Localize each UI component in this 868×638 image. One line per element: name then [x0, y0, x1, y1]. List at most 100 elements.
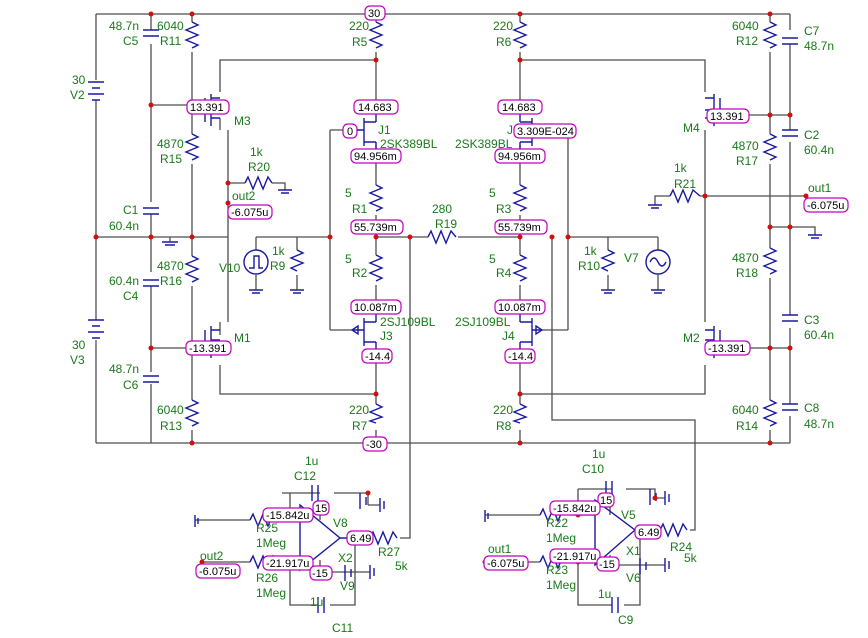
out1-net-label-bottom: out1	[488, 542, 512, 556]
svg-text:13.391: 13.391	[710, 111, 744, 123]
svg-text:94.956m: 94.956m	[354, 151, 397, 163]
svg-text:-6.075u: -6.075u	[487, 558, 524, 570]
svg-text:55.739m: 55.739m	[354, 222, 397, 234]
c11-id: C11	[332, 621, 353, 635]
probe-r4b: 10.087m	[494, 299, 546, 315]
r10-id: R10	[578, 259, 600, 273]
probe-out1-right: -6.075u	[803, 197, 849, 213]
probe-j1g: 0	[342, 123, 358, 139]
c8-value: 48.7n	[804, 417, 834, 431]
v5-id: V5	[621, 508, 636, 522]
probe-j2s: 94.956m	[494, 148, 546, 164]
c4-id: C4	[123, 289, 139, 303]
probe-j4d: -14.4	[504, 348, 536, 364]
probe-r3b: 55.739m	[494, 219, 548, 235]
svg-text:15: 15	[600, 495, 612, 507]
v2-value: 30	[72, 73, 86, 87]
svg-text:-15: -15	[312, 568, 328, 580]
j3-id: J3	[380, 329, 393, 343]
c5-id: C5	[123, 34, 139, 48]
r2-value: 5	[345, 252, 352, 266]
c12-id: C12	[294, 469, 316, 483]
r22-id: R22	[546, 516, 568, 530]
out1-net-label: out1	[808, 181, 832, 195]
probe-r1b: 55.739m	[350, 219, 404, 235]
transistor-symbols	[204, 94, 721, 572]
probe-x1-in: -15.842u	[549, 500, 601, 516]
probe-r2b: 10.087m	[350, 299, 402, 315]
signal-sources	[243, 249, 671, 275]
probe-x2-vn: -15	[309, 565, 333, 581]
r12-id: R12	[736, 34, 758, 48]
r9-id: R9	[270, 259, 286, 273]
svg-text:-21.917u: -21.917u	[553, 551, 596, 563]
c6-value: 48.7n	[109, 362, 139, 376]
component-labels: 48.7n C5 60.4n C1 60.4n C4 48.7n C6 6040…	[70, 19, 834, 635]
v7-id: V7	[624, 251, 639, 265]
r14-id: R14	[736, 419, 758, 433]
probe-x1-inn: -21.917u	[549, 548, 601, 564]
j4-model: 2SJ109BL	[455, 315, 511, 329]
c5-value: 48.7n	[109, 19, 139, 33]
c10-id: C10	[582, 462, 604, 476]
probe-x2-in: -15.842u	[262, 507, 314, 523]
c7-value: 48.7n	[804, 39, 834, 53]
probe-x1-out: 6.49	[634, 524, 662, 540]
c2-id: C2	[804, 128, 820, 142]
svg-text:14.683: 14.683	[358, 102, 392, 114]
r21-id: R21	[674, 177, 696, 191]
v10-id: V10	[219, 261, 241, 275]
r20-value: 1k	[250, 145, 264, 159]
c2-value: 60.4n	[804, 143, 834, 157]
svg-text:-30: -30	[366, 439, 382, 451]
r2-id: R2	[352, 266, 368, 280]
svg-text:-6.075u: -6.075u	[199, 566, 236, 578]
svg-text:14.683: 14.683	[502, 102, 536, 114]
svg-text:94.956m: 94.956m	[498, 151, 541, 163]
r23-value: 1Meg	[546, 578, 576, 592]
c9-id: C9	[618, 613, 634, 627]
r10-value: 1k	[584, 244, 598, 258]
probe-j3d: -14.4	[361, 348, 393, 364]
r1-id: R1	[352, 202, 368, 216]
svg-text:10.087m: 10.087m	[498, 302, 541, 314]
c8-id: C8	[804, 401, 820, 415]
probe-x2-inn: -21.917u	[262, 555, 314, 571]
r5-id: R5	[352, 35, 368, 49]
r19-id: R19	[435, 217, 457, 231]
probe-j1s: 94.956m	[350, 148, 402, 164]
out2-net-label-bottom: out2	[200, 549, 224, 563]
svg-text:-15: -15	[599, 559, 615, 571]
j2-model: 2SK389BL	[455, 137, 513, 151]
m3-id: M3	[234, 114, 251, 128]
resistor-symbols	[184, 21, 778, 570]
out2-net-label: out2	[232, 189, 256, 203]
battery-symbols	[88, 81, 657, 581]
probe-m4: 13.391	[706, 108, 750, 124]
svg-text:-15.842u: -15.842u	[266, 510, 309, 522]
r13-id: R13	[160, 419, 182, 433]
svg-text:-14.4: -14.4	[508, 351, 533, 363]
r11-id: R11	[160, 34, 181, 48]
r15-value: 4870	[157, 137, 184, 151]
v6-id: V6	[626, 571, 641, 585]
r18-id: R18	[736, 266, 758, 280]
c1-value: 60.4n	[109, 219, 139, 233]
svg-text:-13.391: -13.391	[189, 343, 226, 355]
j1-model: 2SK389BL	[380, 137, 438, 151]
c6-id: C6	[123, 378, 139, 392]
probe-vneg: -30	[362, 436, 388, 452]
r7-id: R7	[352, 419, 368, 433]
r6-id: R6	[496, 35, 512, 49]
r4-id: R4	[496, 266, 512, 280]
r8-value: 220	[493, 403, 513, 417]
r16-value: 4870	[157, 259, 184, 273]
r27-value: 5k	[395, 559, 409, 573]
svg-text:55.739m: 55.739m	[498, 222, 541, 234]
svg-text:6.49: 6.49	[638, 527, 659, 539]
probe-vpos: 30	[364, 5, 386, 21]
capacitor-symbols	[143, 29, 798, 613]
r24-id: R24	[670, 540, 692, 554]
